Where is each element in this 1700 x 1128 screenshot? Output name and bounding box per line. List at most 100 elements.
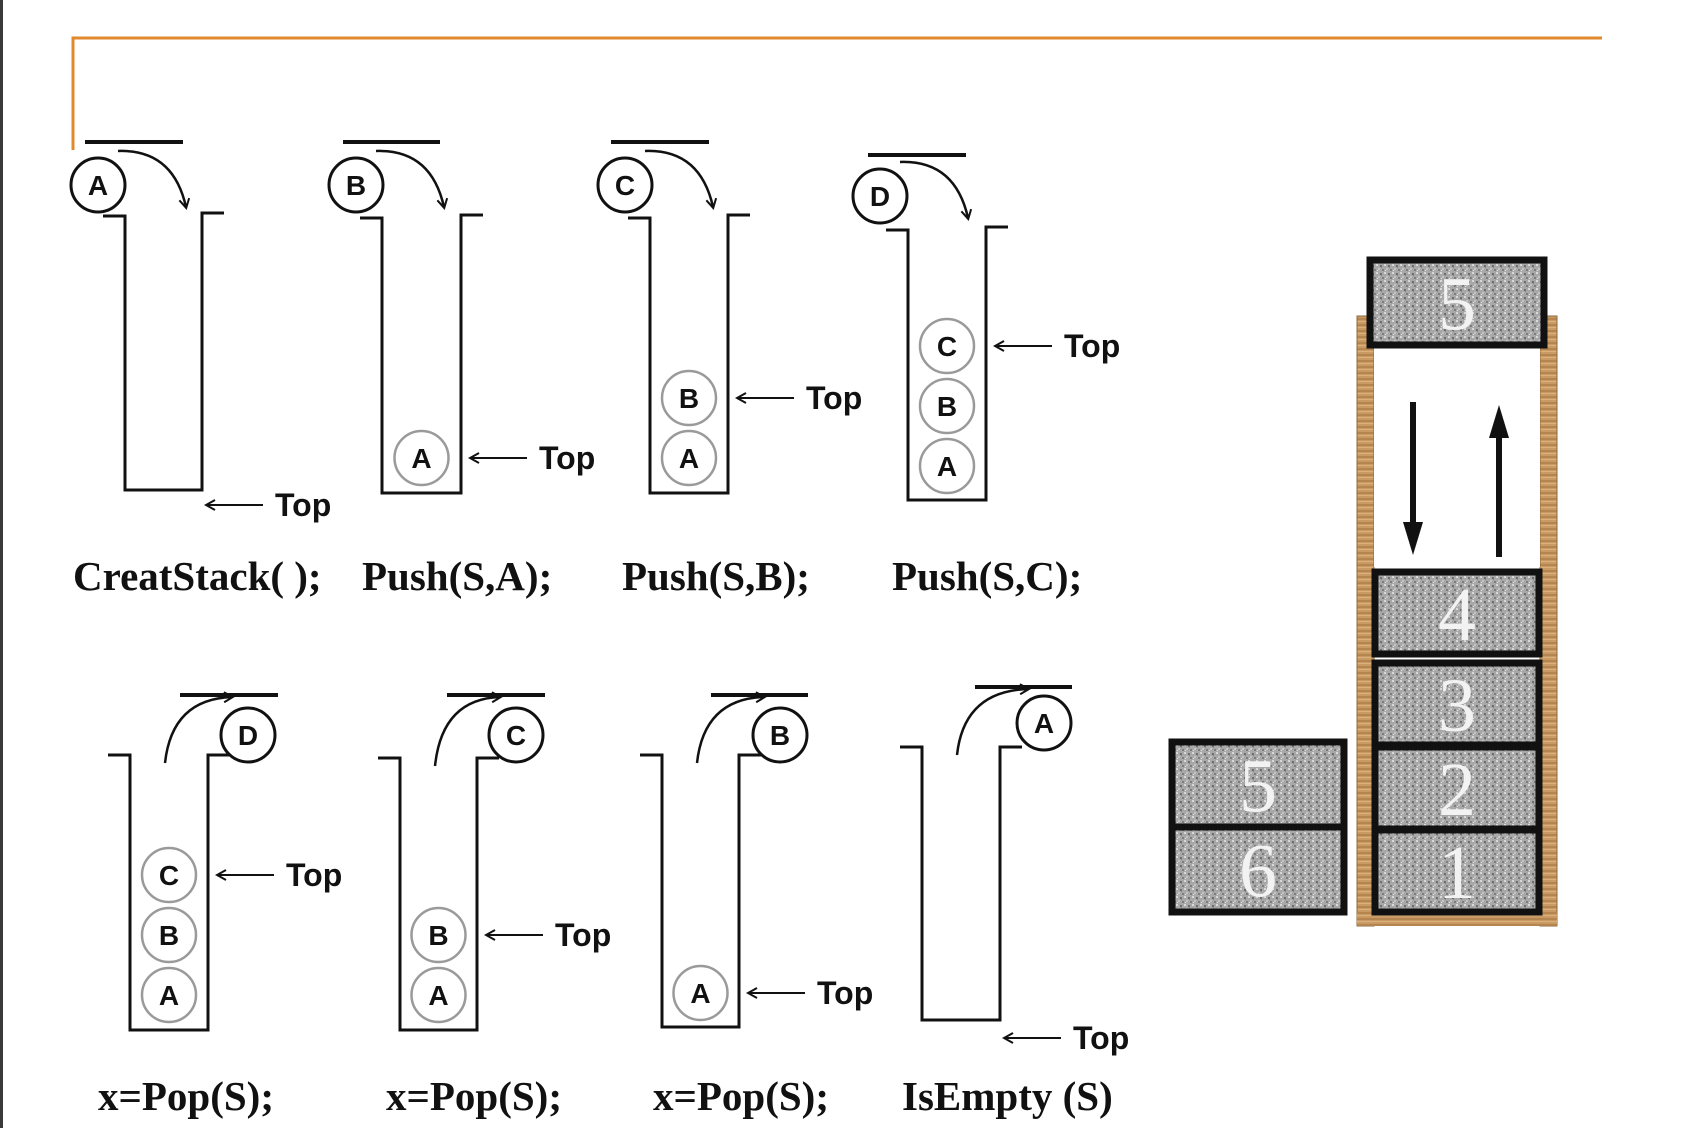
column-block: 4: [1371, 568, 1543, 658]
top-pointer: Top: [738, 380, 862, 416]
block-number: 5: [1239, 745, 1277, 829]
operation-caption: Push(S,A);: [362, 553, 552, 599]
outgoing-element-circle: [1015, 694, 1073, 752]
stack-element-letter: C: [937, 331, 957, 362]
outgoing-element-circle: [219, 706, 277, 764]
incoming-element-circle: [596, 156, 654, 214]
pop-step-1: D ABC Top x=Pop(S);: [98, 695, 342, 1119]
down-arrow-head: [1403, 522, 1423, 555]
side-pile-block: 5: [1168, 738, 1348, 831]
stack-container: [640, 753, 761, 1029]
outgoing-element-letter: A: [1034, 708, 1054, 739]
stack-element: A: [140, 966, 198, 1024]
stack-element-circle: [140, 906, 198, 964]
outgoing-element-circle: [487, 706, 545, 764]
block-number: 1: [1438, 831, 1476, 915]
operation-caption: x=Pop(S);: [386, 1073, 562, 1119]
incoming-element: D: [851, 167, 909, 225]
stack-element-circle: [918, 317, 976, 375]
side-pile-block: 6: [1168, 823, 1348, 916]
incoming-element-circle: [327, 156, 385, 214]
push-curve-arrow: [117, 149, 186, 207]
stack-element: A: [393, 429, 450, 487]
stack-element-letter: A: [428, 980, 448, 1011]
top-pointer-label: Top: [286, 857, 342, 893]
top-pointer-label: Top: [1064, 328, 1120, 364]
incoming-element-letter: C: [615, 170, 635, 201]
stack-element-letter: A: [937, 451, 957, 482]
stack-element-letter: B: [679, 383, 699, 414]
stack-element: B: [410, 906, 467, 964]
right-wood-rail: [1539, 315, 1558, 927]
operation-caption: x=Pop(S);: [98, 1073, 274, 1119]
stack-element: B: [660, 369, 718, 427]
stack-element-circle: [660, 429, 718, 487]
stack-element-circle: [410, 906, 467, 964]
operation-caption: IsEmpty (S): [902, 1073, 1113, 1119]
pop-curve-arrow: [955, 689, 1028, 756]
stack-element-letter: B: [428, 920, 448, 951]
stack-element-circle: [672, 964, 729, 1022]
top-pointer-label: Top: [817, 975, 873, 1011]
block-number: 5: [1438, 263, 1476, 347]
frame-line: [71, 36, 1602, 150]
incoming-element: B: [327, 156, 385, 214]
block-number: 3: [1438, 664, 1476, 748]
stack-element-letter: A: [159, 980, 179, 1011]
stack-container: [900, 745, 1022, 1022]
stack-element-letter: A: [690, 978, 710, 1009]
stack-element-circle: [918, 377, 976, 435]
stack-element-circle: [660, 369, 718, 427]
top-pointer: Top: [749, 975, 873, 1011]
block-number: 6: [1239, 830, 1277, 914]
pop-curve-arrow: [695, 697, 764, 764]
pop-curve-arrow: [433, 697, 500, 767]
stack-element-letter: B: [937, 391, 957, 422]
incoming-element: C: [596, 156, 654, 214]
block-number: 2: [1438, 748, 1476, 832]
left-border: [0, 0, 3, 1128]
pop-curve-arrow: [163, 697, 232, 764]
outgoing-element-letter: D: [238, 720, 258, 751]
top-pointer: Top: [487, 917, 611, 953]
stack-element-circle: [393, 429, 450, 487]
incoming-element-letter: A: [88, 170, 108, 201]
operation-caption: Push(S,B);: [622, 553, 810, 599]
outgoing-element: D: [219, 706, 277, 764]
top-pointer-label: Top: [275, 487, 331, 523]
incoming-element-circle: [69, 156, 127, 214]
top-pointer-label: Top: [1073, 1020, 1129, 1056]
operation-caption: Push(S,C);: [892, 553, 1082, 599]
outgoing-element-circle: [751, 706, 809, 764]
operation-caption: CreatStack( );: [73, 553, 322, 599]
incoming-element-letter: D: [870, 181, 890, 212]
stack-element: A: [660, 429, 718, 487]
stack-element-letter: A: [411, 443, 431, 474]
column-block: 2: [1371, 743, 1543, 833]
stack-element: A: [918, 437, 976, 495]
outgoing-element: A: [1015, 694, 1073, 752]
stack-element: B: [918, 377, 976, 435]
stack-element-letter: B: [159, 920, 179, 951]
top-pointer-label: Top: [539, 440, 595, 476]
push-curve-arrow: [375, 149, 444, 207]
outgoing-element-letter: C: [506, 720, 526, 751]
column-interior: [1374, 345, 1540, 567]
operation-caption: x=Pop(S);: [653, 1073, 829, 1119]
stack-container: [378, 756, 499, 1032]
stack-element-circle: [140, 846, 198, 904]
stack-container: [360, 213, 483, 495]
outgoing-element: C: [487, 706, 545, 764]
stack-element: A: [410, 966, 467, 1024]
left-wood-rail: [1356, 315, 1375, 927]
stack-element-letter: C: [159, 860, 179, 891]
top-pointer-label: Top: [806, 380, 862, 416]
stack-element-letter: A: [679, 443, 699, 474]
top-pointer-label: Top: [555, 917, 611, 953]
